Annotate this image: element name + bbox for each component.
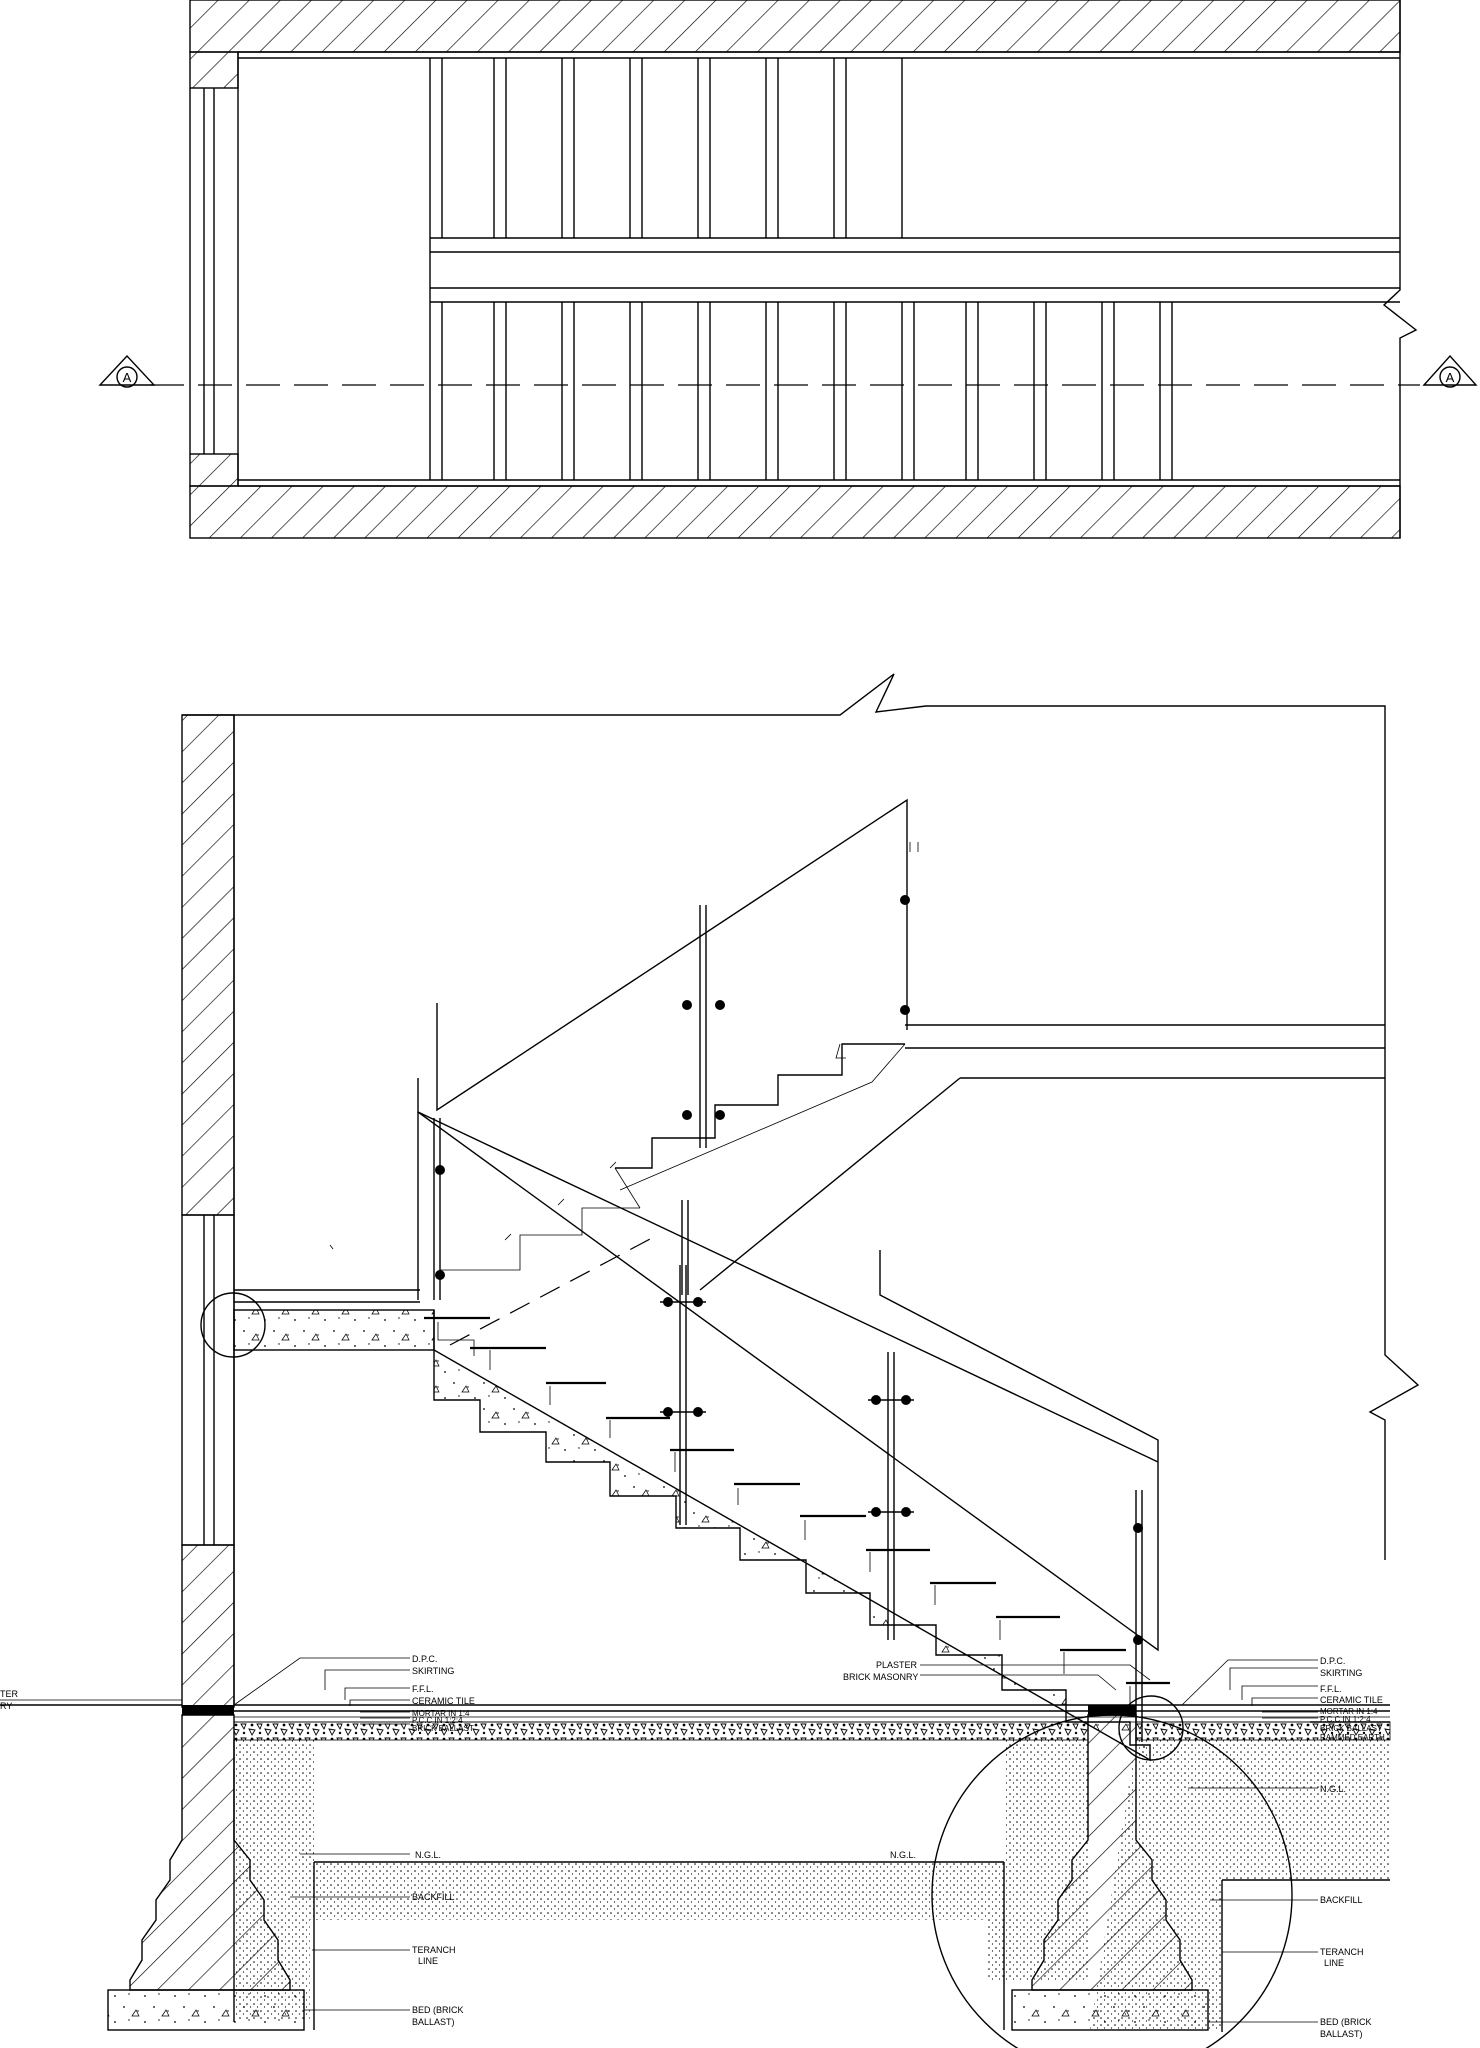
- detail-circle-left: [200, 1292, 266, 1358]
- lower-flight: [417, 1078, 1184, 1762]
- plan-top-wall: [189, 0, 1401, 53]
- label-dpc-right: D.P.C.: [1320, 1656, 1345, 1666]
- label-ngl-middle: N.G.L.: [890, 1850, 916, 1860]
- section-marker-right: A: [1422, 354, 1478, 388]
- label-cut-1: TER: [0, 1689, 19, 1699]
- label-mortar-right: MORTAR IN 1:4: [1320, 1707, 1378, 1716]
- label-bed-right-2: BALLAST): [1320, 2029, 1363, 2039]
- label-pcc-left: P.C.C IN 1:2:4: [412, 1716, 463, 1725]
- left-wall-upper: [181, 714, 235, 1216]
- middle-annotations: PLASTER BRICK MASONRY N.G.L.: [843, 1660, 1151, 1860]
- label-plaster: PLASTER: [876, 1660, 918, 1670]
- label-mortar-left: MORTAR IN 1:4: [412, 1709, 470, 1718]
- plan-view: A A: [98, 0, 1478, 539]
- lower-landing: [200, 1244, 435, 1358]
- label-skirting-right: SKIRTING: [1320, 1668, 1362, 1678]
- label-brick-ballast-left: BRICK BALLAST: [412, 1724, 474, 1733]
- label-bed-left-2: BALLAST): [412, 2017, 455, 2027]
- label-pcc-right: P.C.C IN 1:2:4: [1320, 1715, 1371, 1724]
- label-trench-left-2: LINE: [418, 1956, 438, 1966]
- label-ceramic-tile-left: CERAMIC TILE: [412, 1696, 475, 1706]
- label-trench-right-2: LINE: [1324, 1958, 1344, 1968]
- label-backfill-right: BACKFILL: [1320, 1895, 1363, 1905]
- detail-circle-foundation: [931, 1714, 1293, 2048]
- label-dpc-left: D.P.C.: [412, 1654, 437, 1664]
- plan-left-wall-top: [189, 51, 239, 89]
- label-rammed-earth-right: RAMMED EARTH: [1320, 1733, 1385, 1742]
- floor-layers: [182, 1704, 1391, 1741]
- plan-bottom-wall: [189, 485, 1401, 539]
- left-wall-lower: [181, 1544, 235, 1708]
- label-skirting-left: SKIRTING: [412, 1666, 454, 1676]
- left-foundation: [107, 1714, 1090, 2031]
- plan-left-wall-bottom: [189, 453, 239, 487]
- label-ngl-right: N.G.L.: [1320, 1784, 1346, 1794]
- label-bed-left-1: BED (BRICK: [412, 2005, 464, 2015]
- right-foundation: [931, 1714, 1390, 2048]
- section-marker-right-label: A: [1446, 370, 1455, 385]
- label-backfill-left: BACKFILL: [412, 1892, 455, 1902]
- label-bed-right-1: BED (BRICK: [1320, 2017, 1372, 2027]
- label-brick-masonry: BRICK MASONRY: [843, 1672, 918, 1682]
- section-view: D.P.C. SKIRTING F.F.L. CERAMIC TILE MORT…: [0, 673, 1420, 2048]
- plan-upper-treads: [429, 58, 903, 238]
- label-brick-ballast-right: BRICK BALLAST: [1320, 1724, 1382, 1733]
- label-ngl-left: N.G.L.: [415, 1850, 441, 1860]
- right-annotations: D.P.C. SKIRTING F.F.L. CERAMIC TILE MORT…: [1181, 1656, 1385, 2039]
- section-marker-left: A: [98, 354, 156, 388]
- label-ffl-left: F.F.L.: [412, 1684, 434, 1694]
- label-ffl-right: F.F.L.: [1320, 1684, 1342, 1694]
- left-annotations: D.P.C. SKIRTING F.F.L. CERAMIC TILE MORT…: [0, 1654, 475, 2027]
- label-cut-2: RY: [0, 1701, 12, 1711]
- plan-lower-treads: [429, 302, 1173, 480]
- label-ceramic-tile-right: CERAMIC TILE: [1320, 1695, 1383, 1705]
- upper-flight: [436, 798, 919, 1271]
- section-marker-left-label: A: [123, 370, 132, 385]
- label-trench-right-1: TERANCH: [1320, 1947, 1364, 1957]
- label-trench-left-1: TERANCH: [412, 1945, 456, 1955]
